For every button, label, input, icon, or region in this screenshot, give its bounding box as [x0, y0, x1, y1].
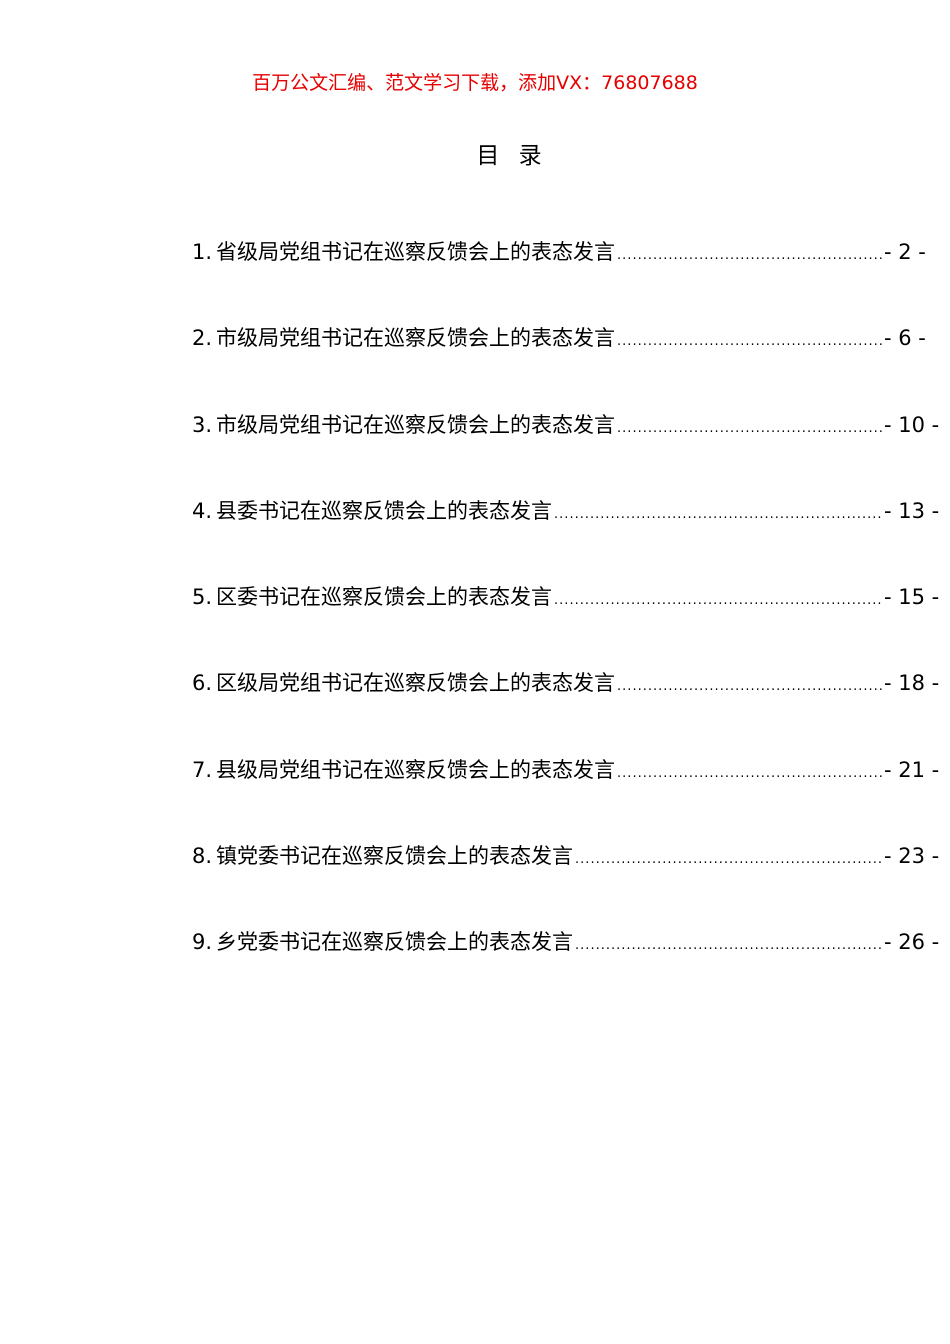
- toc-entry[interactable]: 2. 市级局党组书记在巡察反馈会上的表态发言 .................…: [192, 322, 950, 408]
- toc-dot-leader: ........................................…: [575, 852, 882, 868]
- toc-entry-number: 9.: [192, 930, 213, 955]
- toc-entry-number: 8.: [192, 844, 213, 869]
- table-of-contents: 1. 省级局党组书记在巡察反馈会上的表态发言 .................…: [192, 236, 950, 1013]
- toc-dot-leader: ........................................…: [617, 248, 882, 263]
- toc-entry-title: 县级局党组书记在巡察反馈会上的表态发言: [216, 757, 616, 782]
- toc-entry-page: - 23 -: [884, 844, 940, 869]
- toc-entry[interactable]: 9. 乡党委书记在巡察反馈会上的表态发言 ...................…: [192, 926, 950, 1012]
- toc-entry[interactable]: 3. 市级局党组书记在巡察反馈会上的表态发言 .................…: [192, 409, 950, 495]
- toc-entry-title: 区级局党组书记在巡察反馈会上的表态发言: [216, 671, 616, 696]
- toc-entry[interactable]: 5. 区委书记在巡察反馈会上的表态发言 ....................…: [192, 581, 950, 667]
- toc-entry-number: 4.: [192, 498, 213, 523]
- watermark-banner: 百万公文汇编、范文学习下载，添加VX：76807688: [252, 72, 698, 94]
- toc-dot-leader: ........................................…: [554, 593, 882, 609]
- toc-entry-page: - 6 -: [884, 326, 926, 351]
- toc-dot-leader: ........................................…: [554, 506, 882, 522]
- toc-entry-number: 7.: [192, 757, 213, 782]
- toc-entry-page: - 18 -: [884, 671, 940, 696]
- toc-entry-number: 3.: [192, 412, 213, 437]
- toc-entry-number: 5.: [192, 585, 213, 610]
- toc-entry-title: 市级局党组书记在巡察反馈会上的表态发言: [216, 412, 616, 437]
- toc-entry-number: 6.: [192, 671, 213, 696]
- toc-entry-title: 市级局党组书记在巡察反馈会上的表态发言: [216, 326, 616, 351]
- toc-entry-title: 区委书记在巡察反馈会上的表态发言: [216, 585, 553, 610]
- toc-title: 目 录: [476, 143, 548, 169]
- toc-entry-title: 乡党委书记在巡察反馈会上的表态发言: [216, 930, 574, 955]
- toc-entry[interactable]: 6. 区级局党组书记在巡察反馈会上的表态发言 .................…: [192, 667, 950, 753]
- toc-entry-page: - 15 -: [884, 585, 940, 610]
- toc-dot-leader: ........................................…: [617, 765, 882, 781]
- toc-entry-page: - 21 -: [884, 757, 940, 782]
- toc-entry[interactable]: 8. 镇党委书记在巡察反馈会上的表态发言 ...................…: [192, 840, 950, 926]
- toc-dot-leader: ........................................…: [617, 420, 882, 436]
- toc-dot-leader: ........................................…: [575, 938, 882, 954]
- toc-entry-page: - 10 -: [884, 412, 940, 437]
- toc-entry-page: - 26 -: [884, 930, 940, 955]
- toc-entry[interactable]: 1. 省级局党组书记在巡察反馈会上的表态发言 .................…: [192, 236, 950, 322]
- toc-entry-title: 镇党委书记在巡察反馈会上的表态发言: [216, 844, 574, 869]
- toc-entry-page: - 2 -: [884, 240, 926, 264]
- toc-entry-title: 县委书记在巡察反馈会上的表态发言: [216, 498, 553, 523]
- toc-entry-page: - 13 -: [884, 498, 940, 523]
- toc-dot-leader: ........................................…: [617, 679, 882, 695]
- toc-dot-leader: ........................................…: [617, 334, 882, 350]
- toc-entry[interactable]: 7. 县级局党组书记在巡察反馈会上的表态发言 .................…: [192, 754, 950, 840]
- toc-entry[interactable]: 4. 县委书记在巡察反馈会上的表态发言 ....................…: [192, 495, 950, 581]
- toc-entry-number: 2.: [192, 326, 213, 351]
- toc-entry-number: 1.: [192, 240, 213, 264]
- toc-entry-title: 省级局党组书记在巡察反馈会上的表态发言: [216, 240, 616, 264]
